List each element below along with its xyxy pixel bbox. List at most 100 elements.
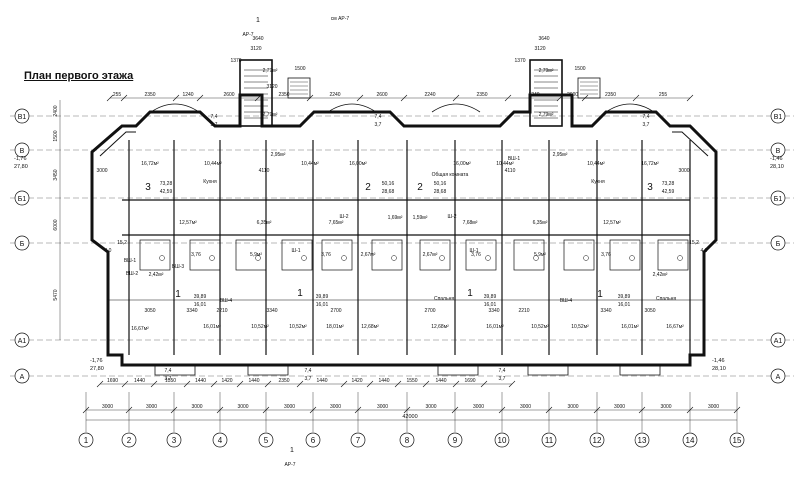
row-bubble-А1 [14, 332, 30, 348]
wet-room-4 [321, 239, 353, 271]
module-dimension-tick [403, 406, 411, 414]
top-dimension-tick [120, 94, 128, 102]
left-dimension-3: 6000 [53, 219, 59, 230]
room-label-48: 1 [297, 288, 303, 299]
room-label-74: ВШ-4 [220, 298, 233, 304]
room-label-60: 16,01м² [203, 324, 221, 330]
stair-dimension-2: 1500 [294, 66, 305, 72]
fixture-circle [301, 255, 307, 261]
module-dimension-label-0: 3000 [102, 404, 113, 410]
top-dimension-tick [556, 94, 564, 102]
bottom-dimension-tick [264, 380, 272, 388]
room-label-78: Ш-1 [469, 248, 478, 254]
room-label-43: 3,76 [601, 252, 611, 258]
module-dimension-tick [638, 406, 646, 414]
row-label-right-Б1: Б1 [774, 196, 783, 203]
top-dimension-label-2: 1240 [182, 92, 193, 98]
room-label-80: Ш-2 [447, 214, 456, 220]
fixture-circle [485, 255, 491, 261]
room-label-53: 16,01 [484, 302, 497, 308]
room-label-72: ВШ-2 [126, 271, 139, 277]
room-label-56: 16,01 [618, 302, 631, 308]
top-dimension-label-9: 1240 [528, 92, 539, 98]
room-label-85: 7,4 [165, 368, 172, 374]
room-label-50: 16,01 [316, 302, 329, 308]
room-label-7: 16,72м² [641, 161, 659, 167]
top-dimension-label-3: 2600 [223, 92, 234, 98]
bottom-dimension-tick [96, 380, 104, 388]
row-label-В1: В1 [18, 114, 27, 121]
wet-room-1 [189, 239, 221, 271]
porch-4 [619, 365, 661, 376]
row-bubble-right-В [770, 142, 786, 158]
room-label-99: 3000 [96, 168, 107, 174]
row-label-right-В: В [776, 148, 781, 155]
room-label-93: 2,79м² [263, 68, 278, 74]
module-dimension-tick [498, 406, 506, 414]
room-label-10: 3 [145, 182, 151, 193]
top-dimension-tick [196, 94, 204, 102]
bay-window-top-2 [431, 103, 481, 113]
bottom-dimension-label-1: 1440 [134, 378, 145, 384]
room-label-100: 4110 [259, 168, 270, 174]
room-label-45: 1 [175, 289, 181, 300]
room-label-32: 12,57м² [603, 220, 621, 226]
wet-room-3 [281, 239, 313, 271]
bay-window-top-3 [605, 103, 655, 113]
room-label-111: 3050 [644, 308, 655, 314]
top-dimension-label-11: 2350 [605, 92, 616, 98]
room-label-108: 3340 [488, 308, 499, 314]
room-label-0: 16,72м² [141, 161, 159, 167]
axis-bubble-6 [305, 432, 321, 448]
room-label-15: 28,68 [382, 189, 395, 195]
axis-label-11: 11 [545, 436, 554, 445]
room-label-103: 3340 [186, 308, 197, 314]
bottom-dimension-label-2: 1550 [165, 378, 176, 384]
room-label-9: 2,95м² [553, 152, 568, 158]
room-label-24: Общая комната [432, 172, 469, 178]
axis-bubble-3 [166, 432, 182, 448]
room-label-67: 10,52м² [531, 324, 549, 330]
porch-3 [527, 365, 569, 376]
room-label-97: 4,0 [105, 248, 112, 254]
room-label-2: 10,44м² [301, 161, 319, 167]
row-bubble-Б1 [14, 190, 30, 206]
room-label-91: 7,4 [643, 114, 650, 120]
row-label-В: В [20, 148, 25, 155]
bottom-dimension-label-8: 1420 [351, 378, 362, 384]
stair-tower-0 [239, 59, 273, 127]
room-label-47: 16,01 [194, 302, 207, 308]
wet-room-10 [609, 239, 641, 271]
porch-2 [437, 365, 479, 376]
room-label-76: ВШ-1 [508, 156, 521, 162]
fixture-circle [341, 255, 347, 261]
bottom-dimension-tick [394, 380, 402, 388]
room-label-90: 3,7 [499, 376, 506, 382]
bottom-dimension-label-12: 1690 [464, 378, 475, 384]
left-dimension-2: 3450 [53, 169, 59, 180]
level-mark-left-top: -1,76 [14, 156, 27, 162]
room-label-35: 2,42м² [149, 272, 164, 278]
row-bubble-right-Б1 [770, 190, 786, 206]
axis-bubble-5 [258, 432, 274, 448]
wet-room-11 [657, 239, 689, 271]
module-dimension-tick [545, 406, 553, 414]
bottom-dimension-label-5: 1440 [248, 378, 259, 384]
level-mark-right-top: -1,46 [770, 156, 783, 162]
axis-label-3: 3 [172, 436, 177, 445]
row-label-Б1: Б1 [18, 196, 27, 203]
top-dimension-tick [306, 94, 314, 102]
level-mark-right-low: -1,46 [712, 358, 725, 364]
room-label-5: 10,44м² [496, 161, 514, 167]
section-ref-bottom: AP-7 [284, 462, 295, 468]
room-label-11: 73,28 [160, 181, 173, 187]
bottom-dimension-tick [508, 380, 516, 388]
axis-bubble-12 [589, 432, 605, 448]
stair-dimension-0: 3640 [252, 36, 263, 42]
fixture-circle [677, 255, 683, 261]
room-label-69: 16,01м² [621, 324, 639, 330]
room-label-101: 4110 [505, 168, 516, 174]
module-dimension-tick [262, 406, 270, 414]
room-label-37: 5,9м² [250, 252, 262, 258]
room-label-30: 7,68м² [463, 220, 478, 226]
